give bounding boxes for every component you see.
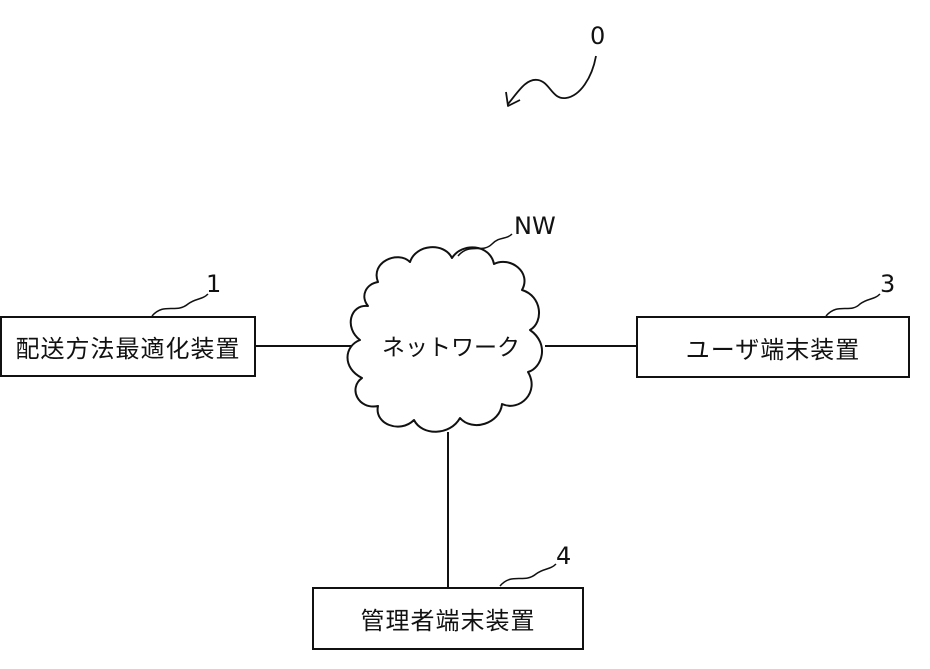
network-label: ネットワーク (382, 336, 520, 360)
optimizer-box: 配送方法最適化装置 (0, 316, 256, 377)
admin-terminal-label: 管理者端末装置 (361, 601, 536, 636)
user-terminal-label: ユーザ端末装置 (686, 330, 861, 365)
optimizer-ref-label: 1 (206, 272, 221, 296)
system-ref-label: 0 (590, 24, 605, 48)
leader-user-terminal (826, 294, 880, 316)
admin-terminal-ref-label: 4 (556, 544, 571, 568)
leader-admin-terminal (500, 564, 556, 586)
optimizer-label: 配送方法最適化装置 (16, 329, 241, 364)
leader-optimizer (152, 294, 208, 316)
system-ref-arrow (508, 56, 596, 104)
network-ref-label: NW (514, 214, 556, 238)
user-terminal-ref-label: 3 (880, 272, 895, 296)
admin-terminal-box: 管理者端末装置 (312, 587, 584, 650)
user-terminal-box: ユーザ端末装置 (636, 316, 910, 378)
